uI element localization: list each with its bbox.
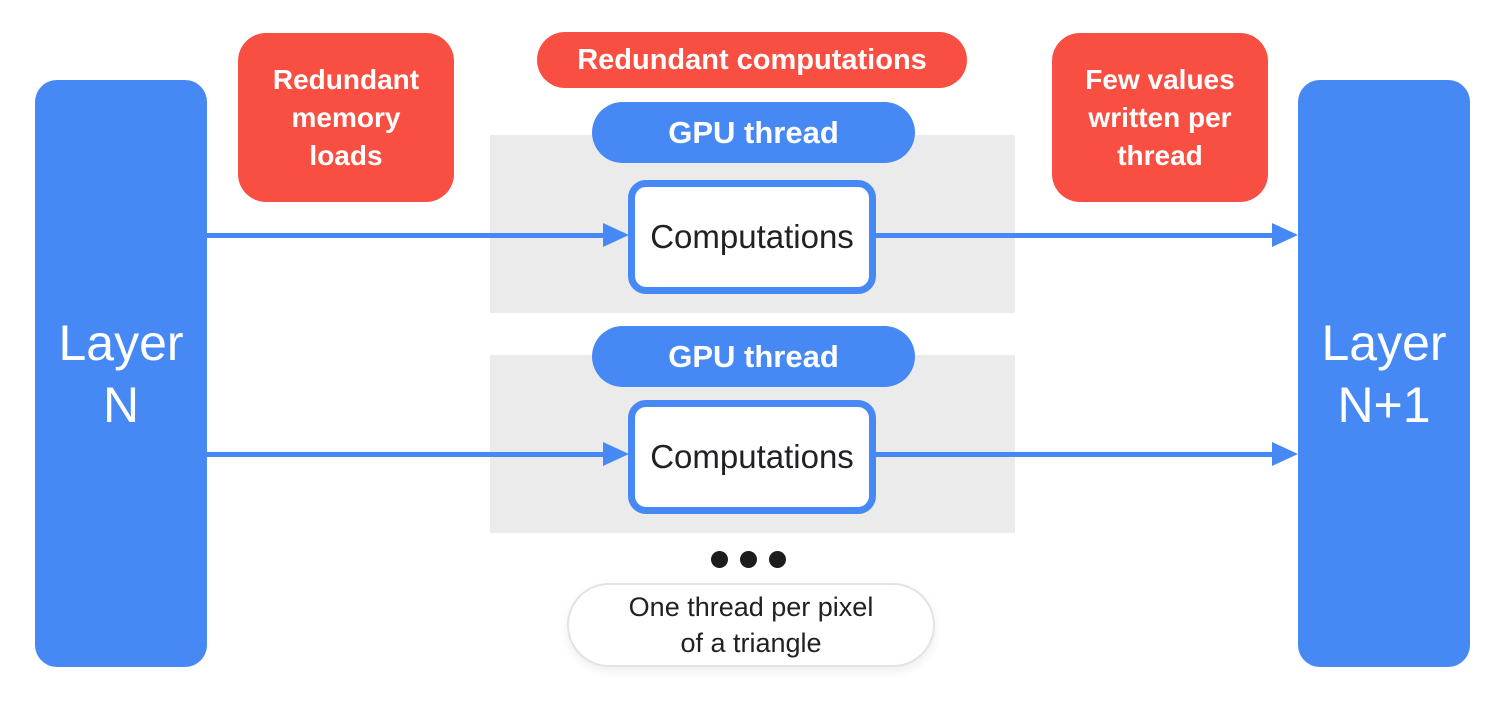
gpu-thread-label-2: GPU thread (668, 338, 839, 374)
ellipsis-icon (711, 551, 786, 568)
note-line1: One thread per pixel (628, 592, 874, 622)
layer-n-plus-1-box: Layer N+1 (1298, 80, 1470, 667)
redundant-memory-line2: memory (291, 101, 401, 133)
few-values-line3: thread (1117, 139, 1203, 171)
ellipsis-dot (769, 551, 786, 568)
gpu-thread-label-1: GPU thread (668, 114, 839, 150)
arrow-top-left-arrowhead-icon (603, 223, 629, 247)
arrow-top-right-line (876, 233, 1272, 238)
ellipsis-dot (740, 551, 757, 568)
computations-box-2: Computations (628, 400, 876, 514)
redundant-memory-line1: Redundant (272, 63, 420, 95)
computations-box-1: Computations (628, 180, 876, 294)
redundant-computations-label: Redundant computations (577, 43, 927, 76)
ellipsis-dot (711, 551, 728, 568)
arrow-bottom-right-arrowhead-icon (1272, 442, 1298, 466)
gpu-thread-pill-1: GPU thread (592, 102, 915, 163)
layer-n-label-line2: N (102, 376, 140, 433)
arrow-bottom-right-line (876, 452, 1272, 457)
arrow-top-right-arrowhead-icon (1272, 223, 1298, 247)
few-values-line2: written per (1088, 101, 1232, 133)
layer-n-box: Layer N (35, 80, 207, 667)
few-values-line1: Few values (1085, 63, 1235, 95)
computations-label-2: Computations (650, 438, 854, 475)
arrow-top-left-line (207, 233, 604, 238)
few-values-callout: Few values written per thread (1052, 33, 1268, 202)
computations-label-1: Computations (650, 218, 854, 255)
arrow-bottom-left-line (207, 452, 604, 457)
layer-n-plus-1-label-line1: Layer (1321, 314, 1447, 371)
gpu-thread-pill-2: GPU thread (592, 326, 915, 387)
arrow-bottom-left-arrowhead-icon (603, 442, 629, 466)
redundant-memory-loads-callout: Redundant memory loads (238, 33, 454, 202)
layer-n-plus-1-label-line2: N+1 (1337, 376, 1431, 433)
redundant-memory-line3: loads (309, 139, 383, 171)
one-thread-per-pixel-note: One thread per pixel of a triangle (567, 583, 935, 667)
redundant-computations-callout: Redundant computations (537, 32, 967, 88)
note-line2: of a triangle (680, 628, 822, 658)
layer-n-label-line1: Layer (58, 314, 184, 371)
